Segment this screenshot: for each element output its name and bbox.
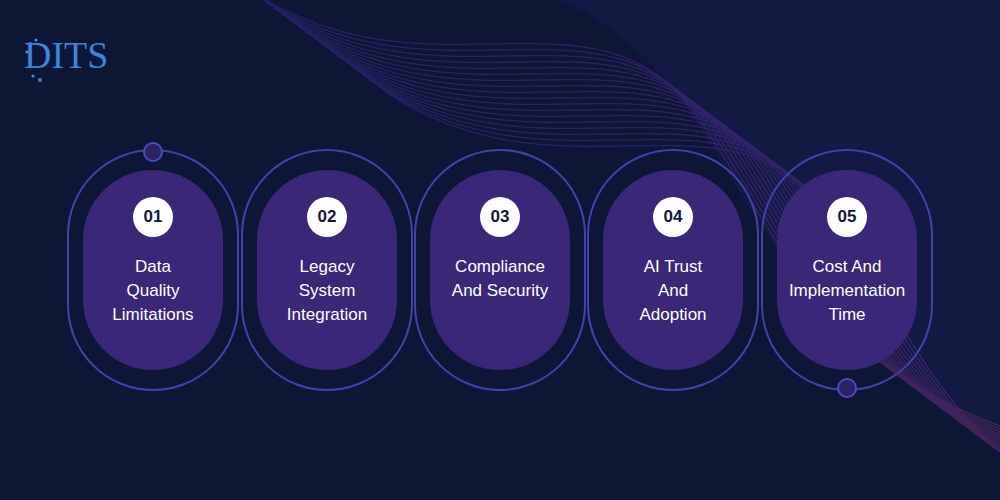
challenge-pill: 02Legacy System Integration bbox=[257, 170, 397, 370]
background-blob bbox=[560, 0, 1000, 440]
step-number: 05 bbox=[827, 197, 867, 237]
step-number: 03 bbox=[480, 197, 520, 237]
accent-dot bbox=[838, 379, 856, 397]
challenge-pill: 04 AI Trust And Adoption bbox=[603, 170, 743, 370]
challenge-pill: 01Data Quality Limitations bbox=[83, 170, 223, 370]
challenge-text: Compliance And Security bbox=[445, 255, 555, 303]
accent-dot bbox=[144, 143, 162, 161]
challenge-text: AI Trust And Adoption bbox=[633, 255, 713, 327]
challenge-text: Data Quality Limitations bbox=[107, 255, 199, 327]
challenge-pill: 05Cost And Implementation Time bbox=[777, 170, 917, 370]
step-number: 04 bbox=[653, 197, 693, 237]
challenge-pill: 03Compliance And Security bbox=[430, 170, 570, 370]
step-number: 01 bbox=[133, 197, 173, 237]
step-number: 02 bbox=[307, 197, 347, 237]
challenge-text: Legacy System Integration bbox=[277, 255, 377, 327]
challenge-text: Cost And Implementation Time bbox=[782, 255, 912, 327]
brand-logo: DITS bbox=[24, 36, 108, 74]
outer-rings bbox=[68, 150, 932, 390]
wave-lines bbox=[250, 0, 1000, 500]
